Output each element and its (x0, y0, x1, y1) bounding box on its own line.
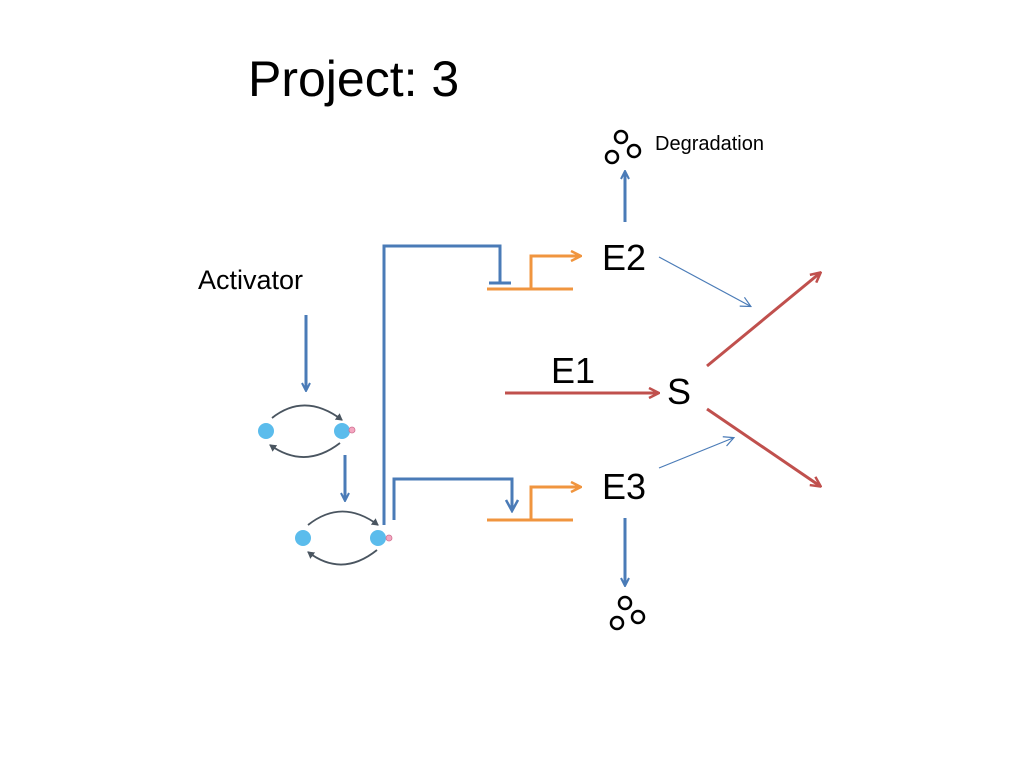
repression-line-e2 (382, 244, 502, 525)
degradation-symbol-top (604, 129, 642, 165)
degradation-label: Degradation (655, 133, 764, 155)
cycle-2-species-a (295, 530, 311, 546)
slide-title: Project: 3 (248, 51, 460, 107)
e2-label: E2 (602, 237, 647, 278)
cycle-2 (295, 510, 393, 566)
cycle-1 (258, 404, 356, 458)
degradation-symbol-bottom (609, 595, 646, 631)
cycle-1-phospho-tag (348, 426, 356, 434)
cycle-2-phospho-tag (385, 534, 393, 542)
promoter-e2 (487, 256, 580, 291)
cycle-1-forward-arrow (271, 404, 343, 421)
e1-label: E1 (551, 350, 596, 391)
activator-label: Activator (198, 265, 304, 295)
activation-line-e3 (392, 477, 512, 520)
s-label: S (667, 371, 692, 412)
e3-catalysis-arrow (658, 438, 733, 469)
cycle-2-species-b (370, 530, 386, 546)
promoter-e3 (487, 487, 580, 522)
cycle-1-species-a (258, 423, 274, 439)
cycle-1-species-b (334, 423, 350, 439)
s-product-arrow-up (706, 273, 820, 368)
s-product-arrow-down (706, 407, 820, 486)
cycle-1-reverse-arrow (269, 442, 341, 458)
e3-label: E3 (602, 466, 647, 507)
cycle-2-forward-arrow (307, 510, 379, 526)
cycle-2-reverse-arrow (307, 549, 378, 566)
e2-catalysis-arrow (658, 256, 750, 306)
